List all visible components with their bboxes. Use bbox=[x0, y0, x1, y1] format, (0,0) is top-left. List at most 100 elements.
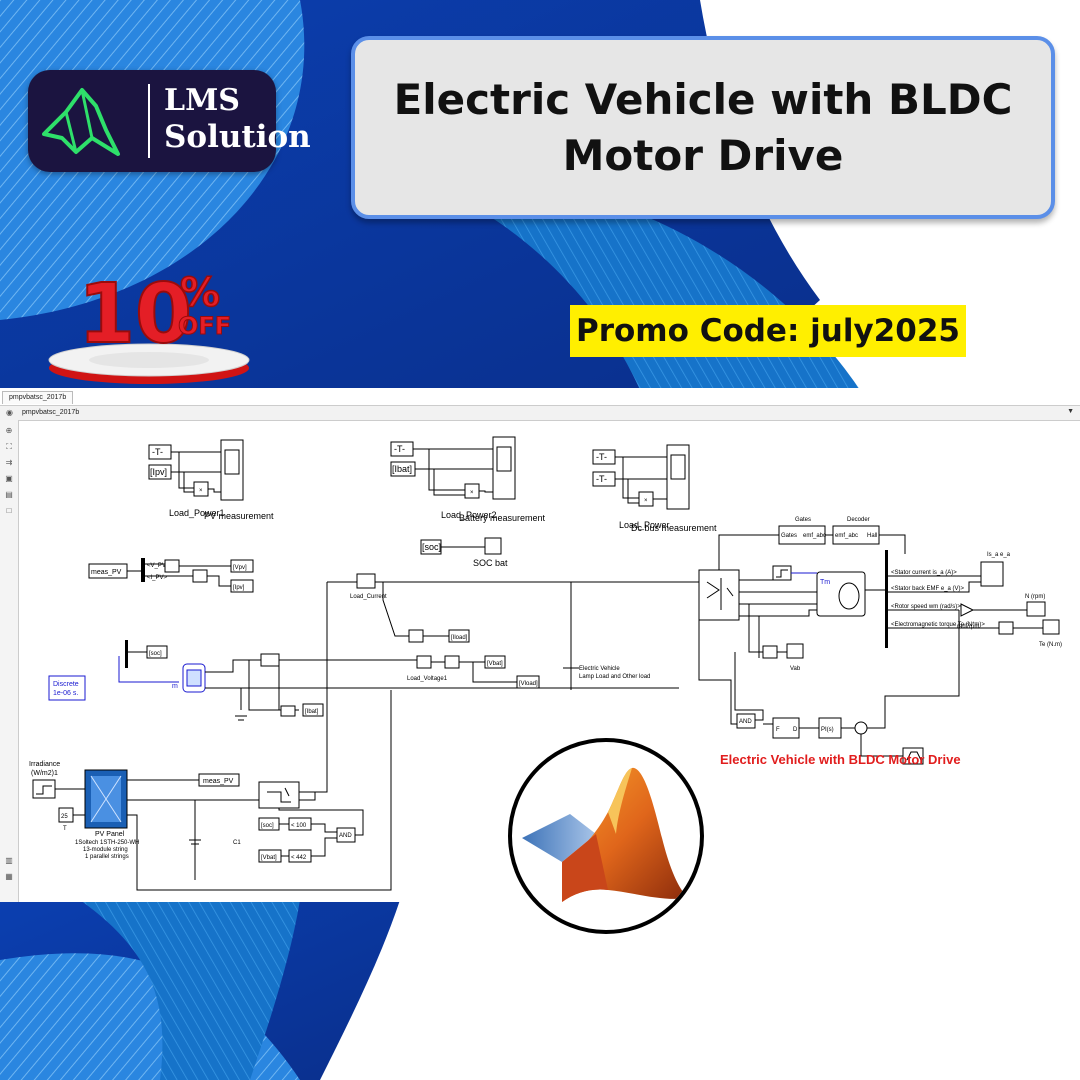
goto-soc-label: [soc] bbox=[149, 651, 162, 657]
ev-lamp-label1: Electric Vehicle bbox=[579, 666, 620, 672]
boost-converter[interactable] bbox=[258, 781, 300, 809]
pv-panel-label: PV Panel bbox=[95, 831, 125, 838]
load-voltage-label: Load_Voltage1 bbox=[407, 676, 448, 682]
irradiance-step[interactable] bbox=[32, 779, 56, 799]
battery-measurement-group: -T- [Ibat] × Load_Power2 Battery measure… bbox=[390, 436, 546, 523]
load-power-label: Load_Power bbox=[619, 520, 670, 530]
model-address-bar: ◉ pmpvbatsc_2017b ▼ bbox=[0, 405, 1080, 421]
sum-block[interactable] bbox=[854, 721, 868, 735]
decoder-emf-port: emf_abc bbox=[835, 533, 858, 539]
area-icon[interactable]: □ bbox=[6, 506, 12, 515]
logo-mark-icon bbox=[42, 88, 120, 156]
image-icon[interactable]: ▣ bbox=[5, 474, 13, 483]
address-dropdown-icon[interactable]: ▼ bbox=[1067, 408, 1074, 415]
meas-pv-label: meas_PV bbox=[91, 569, 122, 576]
pv-desc3: 1 parallel strings bbox=[85, 854, 129, 860]
svg-text:×: × bbox=[644, 498, 648, 504]
and-block-2[interactable] bbox=[736, 713, 756, 729]
goto-ipv[interactable] bbox=[230, 579, 254, 593]
capacitor-c1-label: C1 bbox=[233, 840, 241, 846]
pi-controller-label: PI(s) bbox=[821, 727, 834, 733]
svg-text:×: × bbox=[199, 488, 203, 494]
simulink-screenshot: pmpvbatsc_2017b ◉ pmpvbatsc_2017b ▼ ⊕ ⛶ … bbox=[0, 388, 1080, 902]
goto-meas-pv[interactable] bbox=[198, 773, 240, 787]
bus-selector[interactable] bbox=[885, 550, 888, 648]
soc-group: [soc] SOC bat bbox=[420, 537, 508, 568]
fit-view-icon[interactable]: ⛶ bbox=[6, 442, 12, 451]
gates-header: Gates bbox=[795, 517, 811, 523]
scope-vab[interactable] bbox=[786, 643, 804, 659]
model-tab[interactable]: pmpvbatsc_2017b bbox=[2, 391, 74, 404]
powergui-block[interactable] bbox=[48, 675, 86, 701]
scope-torque-label: Te (N.m) bbox=[1039, 642, 1062, 648]
goto-t-label-2: -T- bbox=[394, 444, 405, 454]
zoom-icon[interactable]: ⊕ bbox=[5, 426, 13, 435]
arrows-icon[interactable]: ⇉ bbox=[5, 458, 13, 467]
promo-code-banner: Promo Code: july2025 bbox=[570, 305, 966, 357]
scope-torque[interactable] bbox=[1042, 619, 1060, 635]
display-rpm[interactable] bbox=[1026, 601, 1046, 617]
compare-100-label: < 100 bbox=[291, 823, 307, 829]
goto-ibat[interactable] bbox=[302, 703, 324, 717]
demux-block[interactable] bbox=[141, 558, 145, 582]
dc-bus-measurement-title: Dc bus measurement bbox=[631, 523, 717, 533]
meas-pv-goto-label: meas_PV bbox=[203, 778, 234, 785]
from-ibat-label: [Ibat] bbox=[392, 464, 412, 474]
decoder-hall-port: Hall bbox=[867, 533, 877, 539]
svg-text:×: × bbox=[470, 490, 474, 496]
goto-vload-label: [Vload] bbox=[519, 681, 538, 687]
decoder-header: Decoder bbox=[847, 517, 870, 523]
goto-vpv[interactable] bbox=[230, 559, 254, 573]
pv-measurement-group: -T- [Ipv] × Load_Power1 PV measurement bbox=[148, 439, 274, 521]
goto-vpv-label: [Vpv] bbox=[233, 565, 247, 571]
gates-emf-port: emf_abc bbox=[803, 533, 826, 539]
discount-percent: % bbox=[180, 270, 220, 316]
discrete-label2: 1e-06 s. bbox=[53, 690, 78, 697]
library-icon[interactable]: ▦ bbox=[5, 872, 13, 881]
brand-name-line1: LMS bbox=[164, 83, 240, 118]
discount-badge: 10 % OFF bbox=[48, 266, 250, 384]
goto-vbat-label: [Vbat] bbox=[487, 661, 503, 667]
battery-m-label: m bbox=[172, 683, 178, 690]
camera-icon[interactable]: ▥ bbox=[5, 856, 13, 865]
pv-desc1: 1Soltech 1STH-250-WH bbox=[75, 840, 139, 846]
i-pv-signal: <I_PV> bbox=[147, 575, 168, 581]
gates-port: Gates bbox=[781, 533, 797, 539]
step-tm[interactable] bbox=[772, 565, 792, 581]
annotation-icon[interactable]: ▤ bbox=[5, 490, 13, 499]
load-current-sensor[interactable] bbox=[356, 573, 376, 589]
scope-stator[interactable] bbox=[980, 561, 1004, 587]
compare-442-label: < 442 bbox=[291, 855, 307, 861]
display-rpm-label: N (rpm) bbox=[1025, 594, 1045, 600]
scope-vab-label: Vab bbox=[790, 666, 801, 672]
soc-bat-label: SOC bat bbox=[473, 558, 508, 568]
logo-divider bbox=[148, 84, 150, 158]
irradiance-label2: (W/m2)1 bbox=[31, 770, 58, 777]
battery-measurement-title: Battery measurement bbox=[459, 513, 546, 523]
display-soc-block[interactable] bbox=[484, 537, 502, 555]
inverter-block[interactable] bbox=[698, 569, 740, 621]
brand-logo: LMS Solution bbox=[28, 70, 311, 172]
stator-current-signal: <Stator current is_a (A)> bbox=[891, 570, 957, 576]
from-vbat-2-label: [Vbat] bbox=[261, 855, 277, 861]
brand-name-line2: Solution bbox=[164, 119, 311, 155]
and-block-1-label: AND bbox=[339, 833, 352, 839]
matlab-logo bbox=[508, 738, 704, 934]
rotor-speed-signal: <Rotor speed wm (rad/s)> bbox=[891, 604, 961, 610]
temperature-label: T bbox=[63, 826, 67, 832]
from-soc-2-label: [soc] bbox=[261, 823, 274, 829]
dc-bus-measurement-group: -T- -T- × Load_Power Dc bus measurement bbox=[592, 444, 717, 533]
goto-iload-label: [Iload] bbox=[451, 635, 468, 641]
torque-signal: <Electromagnetic torque Te (N*m)> bbox=[891, 622, 985, 628]
goto-ipv-label: [Ipv] bbox=[233, 585, 245, 591]
goto-t-label-4: -T- bbox=[596, 474, 607, 484]
stator-emf-signal: <Stator back EMF e_a (V)> bbox=[891, 586, 965, 592]
rad2rpm-label: rad2rpm bbox=[957, 624, 979, 630]
load-power2-label: Load_Power2 bbox=[441, 510, 497, 520]
irradiance-label1: Irradiance bbox=[29, 761, 60, 768]
motor-tm-port: Tm bbox=[820, 579, 830, 586]
model-address[interactable]: pmpvbatsc_2017b bbox=[22, 409, 80, 416]
promo-code-text: Promo Code: july2025 bbox=[576, 313, 960, 349]
page-title: Electric Vehicle with BLDC Motor Drive bbox=[393, 74, 1013, 180]
discrete-label1: Discrete bbox=[53, 681, 79, 688]
